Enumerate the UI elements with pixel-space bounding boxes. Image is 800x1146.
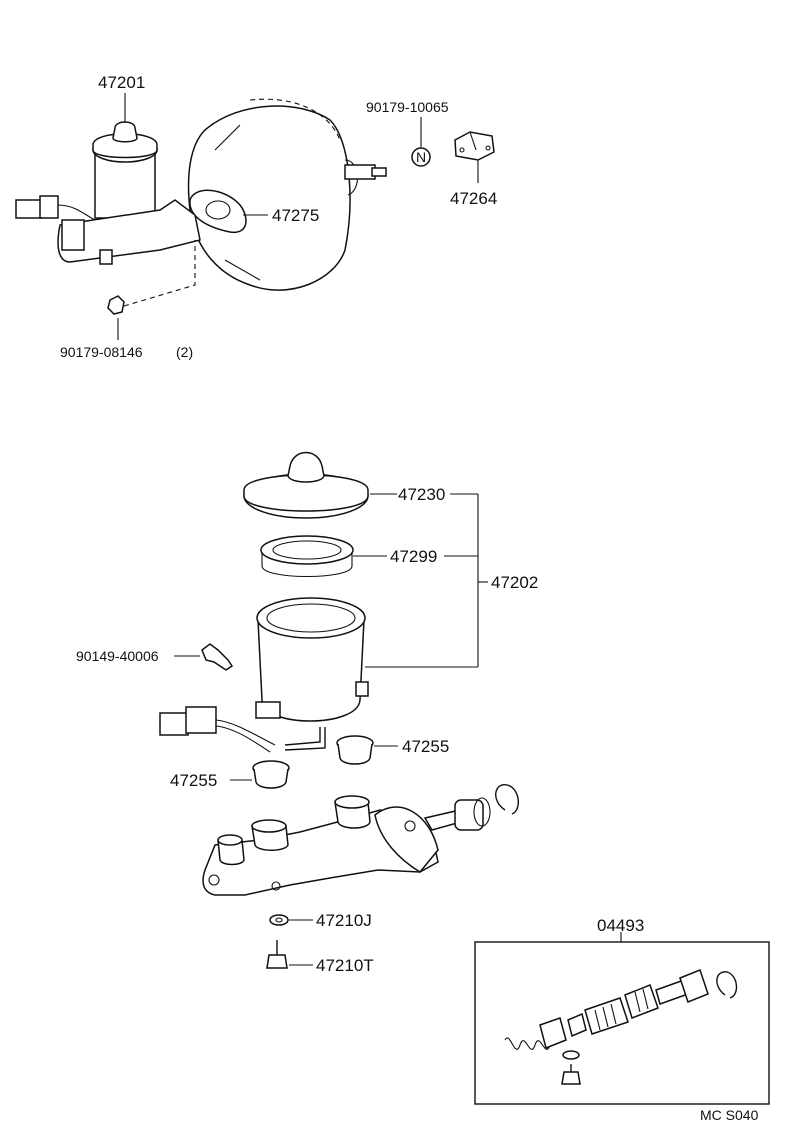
gasket-47275 [189, 189, 247, 233]
bolt-90149-40006 [174, 643, 234, 671]
label-47210T: 47210T [316, 956, 374, 975]
label-47202: 47202 [491, 573, 538, 592]
nut-90179-10065: N [411, 117, 431, 167]
washer-47210J [269, 914, 313, 926]
clevis-47264 [454, 131, 495, 183]
repair-kit-box [474, 932, 770, 1105]
label-47299: 47299 [390, 547, 437, 566]
nut-mark-symbol: N [416, 149, 426, 165]
reservoir-body [255, 597, 369, 722]
master-cylinder-assembly-top [15, 121, 201, 265]
label-47210J: 47210J [316, 911, 372, 930]
label-47201: 47201 [98, 73, 145, 92]
label-90179-10065: 90179-10065 [366, 99, 449, 115]
strainer-47299 [260, 535, 354, 577]
label-90149-40006: 90149-40006 [76, 648, 159, 664]
diagram-code: MC S040 [700, 1107, 759, 1123]
label-47264: 47264 [450, 189, 497, 208]
level-switch-connector [159, 706, 326, 753]
snap-ring-middle [495, 784, 519, 815]
label-04493: 04493 [597, 916, 644, 935]
label-47255-left: 47255 [170, 771, 217, 790]
label-47255-right: 47255 [402, 737, 449, 756]
grommet-47255-right [336, 735, 398, 765]
label-47275: 47275 [272, 206, 319, 225]
label-90179-08146: 90179-08146 [60, 344, 143, 360]
label-47230: 47230 [398, 485, 445, 504]
bleeder-screw-47210T [266, 940, 313, 969]
brake-booster [187, 98, 387, 291]
grommet-47255-left [230, 760, 290, 789]
reservoir-cap-47230 [243, 451, 369, 519]
bracket-47202 [353, 493, 488, 668]
nut-90179-08146 [107, 240, 196, 315]
master-cylinder-body [202, 795, 491, 896]
label-90179-08146-qty: (2) [176, 344, 193, 360]
